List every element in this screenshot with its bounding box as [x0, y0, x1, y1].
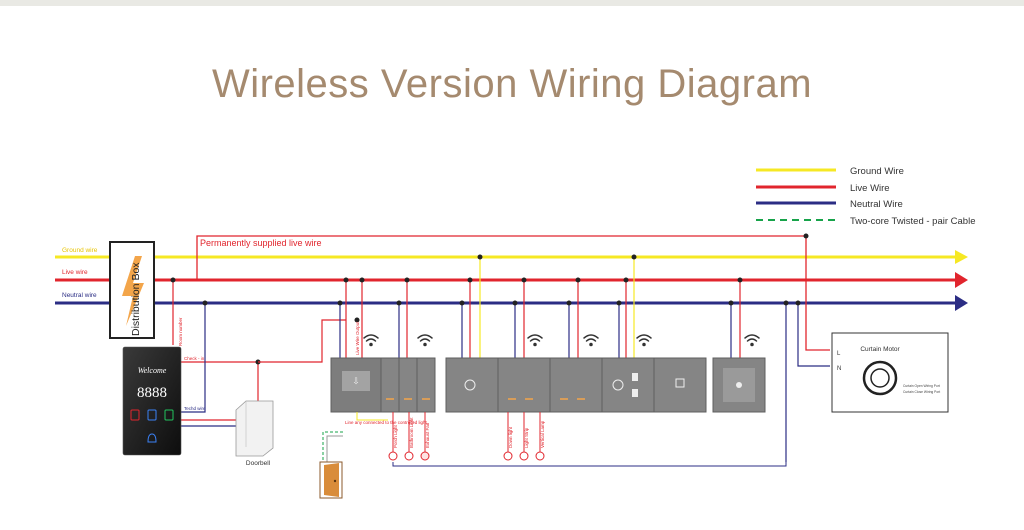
terminal-l: L	[837, 351, 841, 357]
fan-icon	[420, 451, 430, 461]
door-icon	[319, 461, 343, 499]
legend-ground-label: Ground Wire	[850, 166, 904, 177]
wifi-icon	[363, 334, 379, 347]
live-bus-arrow	[955, 272, 968, 288]
checkin-label: Check - in	[184, 356, 205, 361]
doorbell: Doorbell	[235, 400, 274, 467]
wifi-icon	[527, 334, 543, 347]
room-number-label: Room number	[178, 317, 183, 346]
load-a-0: Porch Light	[393, 424, 398, 448]
live-wire-label: Live wire	[62, 269, 88, 276]
junction-dot	[803, 233, 809, 239]
distribution-box: Distribution Box	[109, 241, 155, 339]
group2-load-wires	[392, 412, 787, 467]
panel-brand: Welcome	[138, 366, 167, 375]
door-panel-wires: Room number Check - in Techd wire	[170, 277, 346, 427]
group1-load-wires	[322, 412, 426, 470]
bus-wires: Ground wire Live wire Neutral wire	[55, 247, 968, 311]
checkout-icon	[164, 409, 174, 421]
distribution-box-label: Distribution Box	[130, 262, 142, 336]
load-b-0: Down light	[508, 426, 513, 448]
neutral-wire-label: Neutral wire	[62, 292, 97, 299]
curtain-note-1: Curtain Open Wiring Port	[903, 384, 940, 388]
curtain-note-2: Curtain Close Wiring Port	[903, 390, 940, 394]
techd-wire-label: Techd wire	[184, 406, 206, 411]
legend-neutral-label: Neutral Wire	[850, 199, 903, 210]
bell-icon	[147, 433, 157, 443]
bulb-icon	[535, 451, 545, 461]
bulb-icon	[519, 451, 529, 461]
switch-group-1: ⇩ Live Wire Output Line any connected to…	[330, 321, 436, 425]
load-a-2: Exhaust Fan	[425, 422, 430, 448]
loads-a: Porch Light Bathroom Light Exhaust Fan	[388, 417, 430, 461]
socket-icon	[464, 379, 476, 391]
service-icon	[147, 409, 157, 421]
ground-wire-label: Ground wire	[62, 247, 98, 254]
wifi-icon	[583, 334, 599, 347]
card-slot-icon: ⇩	[352, 376, 360, 386]
bulb-icon	[388, 451, 398, 461]
diagram-title: Wireless Version Wiring Diagram	[211, 62, 813, 106]
panel-digits: 8888	[137, 385, 167, 401]
terminal-n: N	[837, 366, 841, 372]
switch-group-2	[445, 357, 766, 413]
wifi-icons	[363, 334, 760, 347]
ground-bus-arrow	[955, 250, 968, 264]
loads-b: Down light Light Strip Vertical Lamp	[503, 420, 545, 461]
curtain-motor-title: Curtain Motor	[860, 346, 900, 353]
lightning-icon	[122, 256, 144, 326]
permanent-live-wire: Permanently supplied live wire	[196, 233, 830, 351]
socket-icon	[612, 379, 624, 391]
permanent-live-label: Permanently supplied live wire	[200, 238, 322, 248]
load-b-2: Vertical Lamp	[540, 420, 545, 448]
load-a-1: Bathroom Light	[409, 417, 414, 448]
live-output-label: Live Wire Output	[355, 321, 360, 355]
group1-drops	[337, 277, 410, 358]
door-panel: Welcome 8888	[122, 346, 182, 456]
legend: Ground Wire Live Wire Neutral Wire Two-c…	[756, 166, 976, 227]
switch-note: Line any connected to the controlled lig…	[345, 420, 428, 425]
wifi-icon	[744, 334, 760, 347]
load-b-1: Light Strip	[524, 427, 529, 448]
curtain-motor: Curtain Motor L N Curtain Open Wiring Po…	[831, 332, 949, 413]
top-border	[0, 0, 1024, 6]
doorbell-label: Doorbell	[246, 460, 271, 467]
bulb-icon	[404, 451, 414, 461]
wifi-icon	[636, 334, 652, 347]
legend-twisted-label: Two-core Twisted - pair Cable	[850, 216, 976, 227]
neutral-bus-arrow	[955, 295, 968, 311]
group2-drops	[459, 254, 830, 462]
bulb-icon	[503, 451, 513, 461]
legend-live-label: Live Wire	[850, 183, 890, 194]
dnd-icon	[130, 409, 140, 421]
wifi-icon	[417, 334, 433, 347]
